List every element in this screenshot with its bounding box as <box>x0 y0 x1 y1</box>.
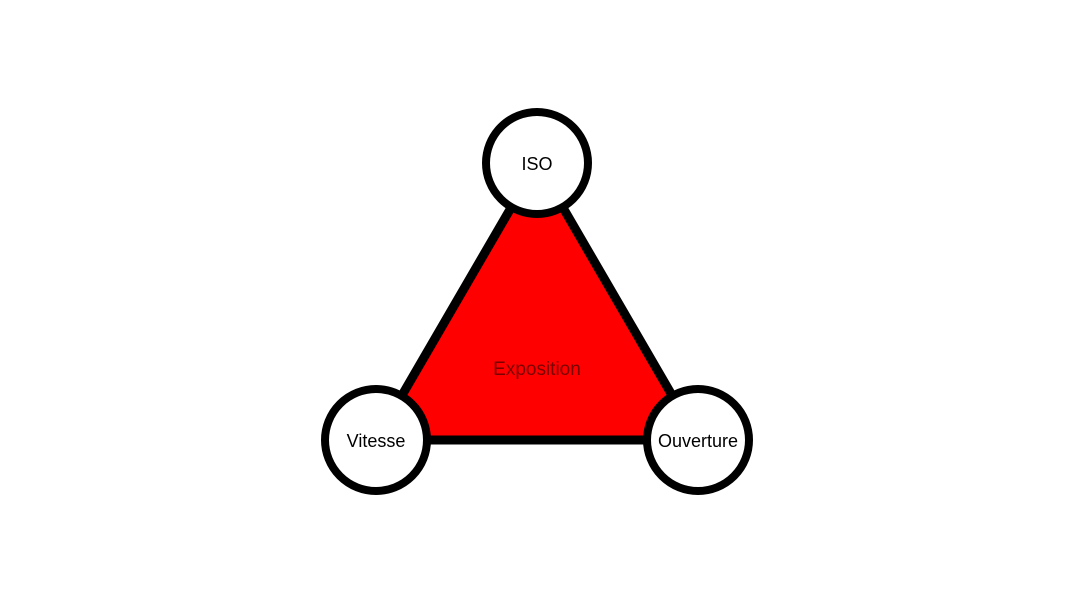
node-ouverture-label: Ouverture <box>658 431 738 451</box>
node-vitesse: Vitesse <box>321 385 431 495</box>
node-vitesse-label: Vitesse <box>347 431 406 451</box>
node-iso-label: ISO <box>521 154 552 174</box>
node-iso: ISO <box>482 108 592 218</box>
exposure-triangle <box>368 154 706 445</box>
center-label: Exposition <box>493 359 581 380</box>
node-ouverture: Ouverture <box>643 385 753 495</box>
